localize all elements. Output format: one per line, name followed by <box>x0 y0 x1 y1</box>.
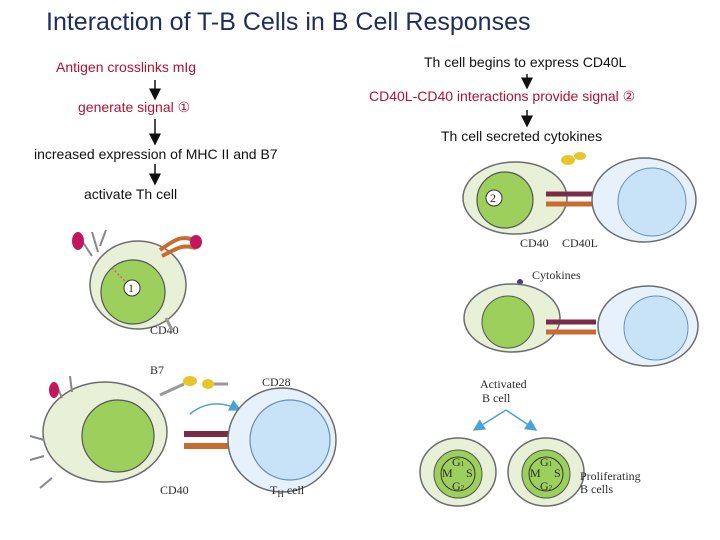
cd40-signal-2: 2 CD40 CD40L <box>462 152 697 250</box>
signal-1-label: 1 <box>128 281 134 295</box>
m-label-b: M <box>530 466 541 480</box>
signal-2-label: 2 <box>490 191 496 205</box>
step-cytokines: Th cell secreted cytokines <box>441 128 603 144</box>
g2-label-a: G2 <box>452 479 465 493</box>
b-t-interaction: B7 CD28 CD40 TH cell <box>29 363 337 499</box>
cd40l-label: CD40L <box>562 236 598 250</box>
g1-label-a: G1 <box>452 455 465 469</box>
cytokines-label: Cytokines <box>532 268 581 282</box>
b7-label: B7 <box>150 363 164 377</box>
page-title: Interaction of T-B Cells in B Cell Respo… <box>46 8 531 36</box>
g2-label-b: G2 <box>540 479 553 493</box>
step-generate-signal-1: generate signal ① <box>78 99 191 115</box>
s-label-a: S <box>466 466 473 480</box>
s-label-b: S <box>554 466 561 480</box>
proliferating-b-cells: G1 S M G2 G1 S M G2 Proliferating B cell… <box>419 437 641 507</box>
cytokine-release: Cytokines Activated B cell <box>463 268 699 431</box>
m-label-a: M <box>442 466 453 480</box>
step-cd40l-expression: Th cell begins to express CD40L <box>424 54 627 70</box>
b-cell-signal-1: 1 CD40 <box>72 229 202 337</box>
step-increased-expression: increased expression of MHC II and B7 <box>34 146 278 162</box>
step-activate-th: activate Th cell <box>84 186 178 202</box>
cd40-label-a: CD40 <box>150 323 179 337</box>
cd28-label: CD28 <box>262 375 291 389</box>
proliferating-label-1: Proliferating <box>580 469 641 483</box>
activated-label-1: Activated <box>480 377 527 391</box>
cd40-label-c: CD40 <box>520 236 549 250</box>
step-cd40l-cd40-signal-2: CD40L-CD40 interactions provide signal ② <box>369 88 636 104</box>
cd40-label-b: CD40 <box>160 483 189 497</box>
step-antigen-crosslinks: Antigen crosslinks mIg <box>56 59 197 75</box>
th-cell-label: TH cell <box>270 483 305 499</box>
activated-label-2: B cell <box>482 391 511 405</box>
proliferating-label-2: B cells <box>580 482 613 496</box>
g1-label-b: G1 <box>540 455 553 469</box>
